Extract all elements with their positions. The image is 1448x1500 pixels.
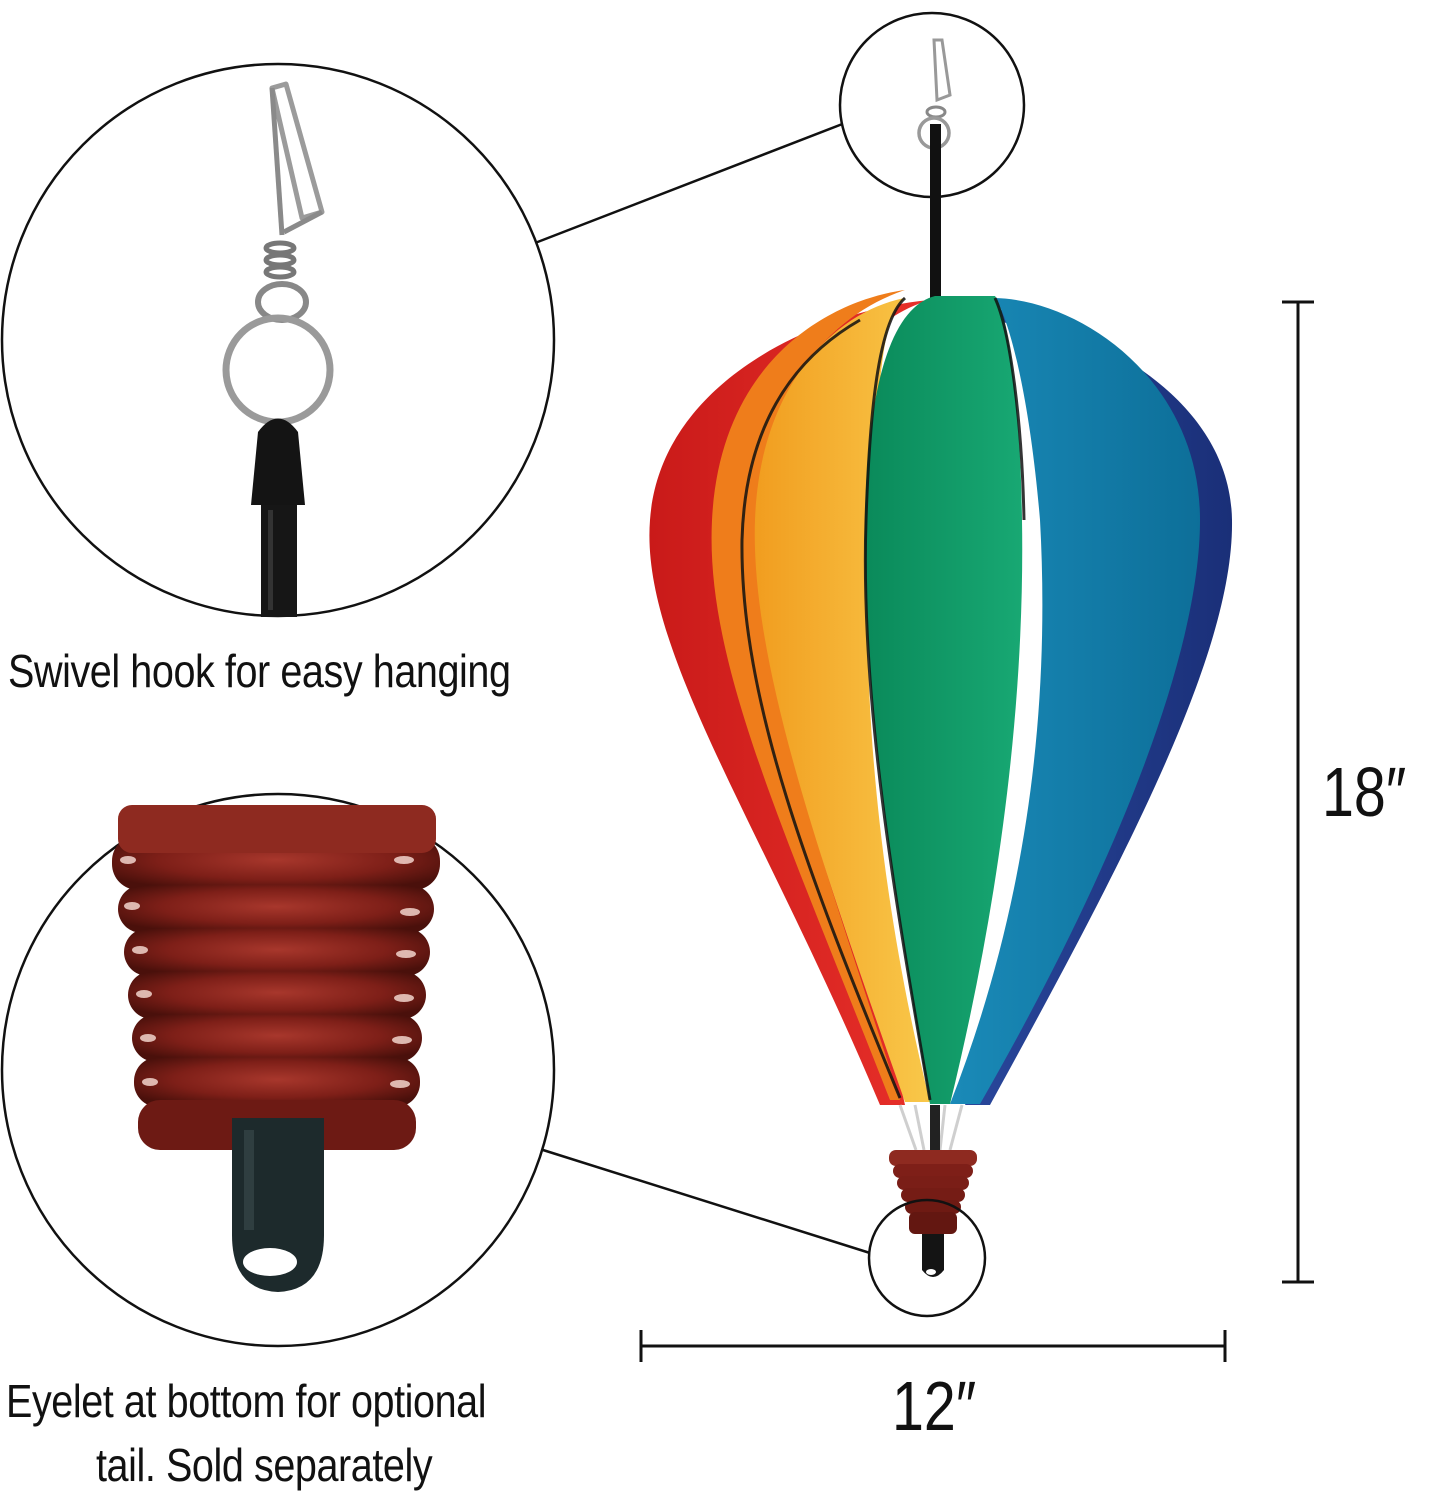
width-dimension-line <box>639 1330 1227 1362</box>
hook-callout-line <box>534 121 846 245</box>
eyelet-callout-line <box>542 1148 871 1255</box>
hanging-rod <box>930 124 941 299</box>
eyelet-weight-detail <box>0 792 556 1348</box>
height-dimension-line <box>1282 300 1314 1284</box>
width-label: 12″ <box>892 1367 977 1445</box>
eyelet-small-circle <box>867 1198 987 1318</box>
hook-caption: Swivel hook for easy hanging <box>8 645 511 697</box>
eyelet-caption-line1: Eyelet at bottom for optional <box>6 1375 487 1427</box>
rainbow-balloon <box>649 290 1233 1277</box>
eyelet-caption-line2: tail. Sold separately <box>96 1439 433 1491</box>
swivel-hook-detail <box>0 62 556 618</box>
height-label: 18″ <box>1322 753 1407 831</box>
